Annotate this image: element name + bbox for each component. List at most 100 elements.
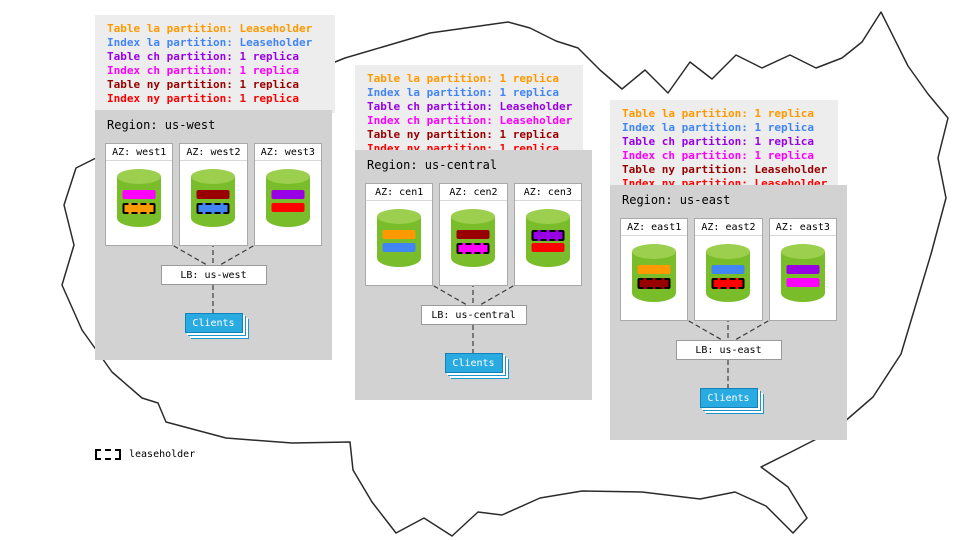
- cylinder-body: [191, 176, 236, 227]
- legend-us-west: Table la partition: Leaseholder Index la…: [95, 15, 335, 113]
- az-box-east1: AZ: east1: [620, 218, 689, 321]
- partition-bar: [786, 278, 820, 287]
- legend-line: Index la partition: 1 replica: [367, 86, 560, 99]
- legend-us-east: Table la partition: 1 replica Index la p…: [610, 100, 838, 198]
- database-cylinder: [265, 169, 310, 227]
- partition-bar: [122, 203, 156, 214]
- region-title: Region: us-east: [622, 193, 731, 207]
- clients-box: Clients: [699, 388, 758, 408]
- partition-bar: [531, 243, 565, 252]
- database-cylinder: [377, 209, 422, 267]
- partition-bar: [637, 265, 671, 274]
- az-label: AZ: west3: [254, 144, 321, 161]
- region-title: Region: us-central: [367, 158, 498, 172]
- cylinder-body: [451, 216, 496, 267]
- cylinder-body: [780, 251, 825, 302]
- partition-bar: [637, 278, 671, 289]
- az-row: AZ: cen1 AZ: cen2 AZ: cen3: [365, 183, 582, 286]
- database-cylinder: [706, 244, 751, 302]
- az-label: AZ: cen2: [440, 184, 507, 201]
- legend-line: Table ny partition: Leaseholder: [622, 163, 828, 176]
- cylinder-top: [780, 244, 825, 259]
- partition-bar: [531, 230, 565, 241]
- legend-line: Table la partition: 1 replica: [367, 72, 560, 85]
- legend-line: Index la partition: 1 replica: [622, 121, 815, 134]
- legend-line: Table ch partition: 1 replica: [107, 50, 300, 63]
- az-label: AZ: west2: [180, 144, 247, 161]
- cylinder-top: [117, 169, 162, 184]
- region-panel-us-east: Region: us-east AZ: east1 AZ: east2: [610, 185, 847, 440]
- az-label: AZ: west1: [106, 144, 173, 161]
- cylinder-body: [525, 216, 570, 267]
- region-panel-us-west: Region: us-west AZ: west1 AZ: west2: [95, 110, 332, 360]
- legend-line: Index ny partition: 1 replica: [107, 92, 300, 105]
- partition-bar: [196, 203, 230, 214]
- az-box-west2: AZ: west2: [179, 143, 248, 246]
- az-box-cen2: AZ: cen2: [439, 183, 508, 286]
- cylinder-top: [377, 209, 422, 224]
- az-label: AZ: east2: [695, 219, 762, 236]
- partition-bar: [382, 243, 416, 252]
- cylinder-body: [377, 216, 422, 267]
- legend-line: Table ch partition: Leaseholder: [367, 100, 573, 113]
- legend-line: Index la partition: Leaseholder: [107, 36, 313, 49]
- az-label: AZ: east3: [769, 219, 836, 236]
- legend-line: Table ny partition: 1 replica: [367, 128, 560, 141]
- database-cylinder: [780, 244, 825, 302]
- az-row: AZ: west1 AZ: west2 AZ: west3: [105, 143, 322, 246]
- legend-line: Table ny partition: 1 replica: [107, 78, 300, 91]
- region-panel-us-central: Region: us-central AZ: cen1 AZ: cen2: [355, 150, 592, 400]
- az-box-east3: AZ: east3: [768, 218, 837, 321]
- az-box-east2: AZ: east2: [694, 218, 763, 321]
- legend-line: Table la partition: 1 replica: [622, 107, 815, 120]
- partition-bar: [456, 230, 490, 239]
- database-cylinder: [525, 209, 570, 267]
- az-box-cen1: AZ: cen1: [365, 183, 434, 286]
- database-cylinder: [632, 244, 677, 302]
- cylinder-top: [632, 244, 677, 259]
- load-balancer-us-west: LB: us-west: [160, 265, 267, 285]
- az-box-west1: AZ: west1: [105, 143, 174, 246]
- cylinder-body: [706, 251, 751, 302]
- legend-line: Table ch partition: 1 replica: [622, 135, 815, 148]
- partition-bar: [122, 190, 156, 199]
- partition-bar: [456, 243, 490, 254]
- database-cylinder: [451, 209, 496, 267]
- az-box-cen3: AZ: cen3: [513, 183, 582, 286]
- partition-bar: [786, 265, 820, 274]
- load-balancer-us-central: LB: us-central: [420, 305, 527, 325]
- partition-bar: [196, 190, 230, 199]
- legend-line: Index ch partition: 1 replica: [622, 149, 815, 162]
- cylinder-top: [191, 169, 236, 184]
- cylinder-body: [265, 176, 310, 227]
- partition-bar: [711, 278, 745, 289]
- clients-box: Clients: [184, 313, 243, 333]
- az-row: AZ: east1 AZ: east2 AZ: east3: [620, 218, 837, 321]
- legend-us-central: Table la partition: 1 replica Index la p…: [355, 65, 583, 163]
- partition-bar: [711, 265, 745, 274]
- cylinder-body: [632, 251, 677, 302]
- partition-bar: [271, 203, 305, 212]
- legend-line: Index ch partition: Leaseholder: [367, 114, 573, 127]
- legend-line: Table la partition: Leaseholder: [107, 22, 313, 35]
- clients-box: Clients: [444, 353, 503, 373]
- partition-bar: [382, 230, 416, 239]
- legend-line: Index ch partition: 1 replica: [107, 64, 300, 77]
- database-cylinder: [117, 169, 162, 227]
- cylinder-top: [451, 209, 496, 224]
- az-label: AZ: cen3: [514, 184, 581, 201]
- load-balancer-us-east: LB: us-east: [675, 340, 782, 360]
- az-label: AZ: east1: [621, 219, 688, 236]
- az-label: AZ: cen1: [366, 184, 433, 201]
- leaseholder-key-label: leaseholder: [129, 449, 196, 460]
- region-title: Region: us-west: [107, 118, 216, 132]
- cylinder-top: [706, 244, 751, 259]
- database-cylinder: [191, 169, 236, 227]
- partition-bar: [271, 190, 305, 199]
- leaseholder-key: leaseholder: [95, 449, 195, 460]
- leaseholder-swatch-icon: [95, 449, 121, 460]
- cylinder-body: [117, 176, 162, 227]
- cylinder-top: [525, 209, 570, 224]
- az-box-west3: AZ: west3: [253, 143, 322, 246]
